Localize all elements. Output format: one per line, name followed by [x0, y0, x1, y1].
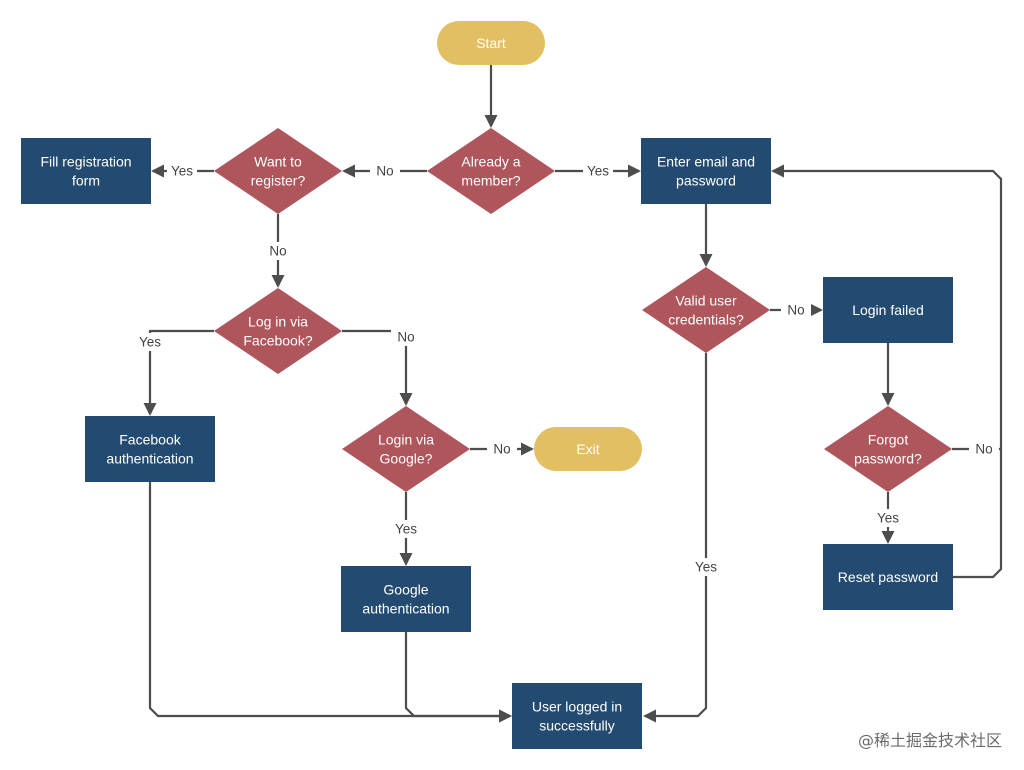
node-label-line: authentication	[362, 601, 449, 617]
node-label-line: successfully	[539, 718, 614, 734]
node-label-line: Google?	[380, 451, 433, 467]
decision-shape	[342, 406, 470, 492]
process-shape	[21, 138, 151, 204]
edge-label-background	[781, 301, 811, 319]
node-forgot-password: Forgot password?	[824, 406, 952, 492]
edge-label-no: No	[975, 442, 992, 457]
edge-label-yes: Yes	[395, 522, 417, 537]
node-label-line: Facebook	[119, 432, 181, 448]
node-label-line: Facebook?	[243, 333, 312, 349]
decision-shape	[427, 128, 555, 214]
node-reset-password: Reset password	[823, 544, 953, 610]
node-login-failed: Login failed	[823, 277, 953, 343]
node-label-line: Start	[476, 35, 506, 51]
edge-label-no: No	[376, 164, 393, 179]
node-label-line: Exit	[576, 441, 599, 457]
process-shape	[512, 683, 642, 749]
edge-label-no: No	[787, 303, 804, 318]
node-label-line: member?	[461, 173, 520, 189]
decision-shape	[642, 267, 770, 353]
edge-reset-password-to-enter-email	[771, 164, 1003, 579]
node-label-line: Want to	[254, 154, 302, 170]
node-enter-email: Enter email and password	[641, 138, 771, 204]
edge-label-background	[969, 440, 999, 458]
edge-label-yes: Yes	[695, 560, 717, 575]
node-google-auth: Google authentication	[341, 566, 471, 632]
edge-login-facebook-to-facebook-auth	[143, 329, 214, 416]
node-label-line: Already a	[461, 154, 520, 170]
node-label-line: password?	[854, 451, 922, 467]
edge-label-no: No	[493, 442, 510, 457]
watermark-text: @稀土掘金技术社区	[857, 731, 1002, 750]
decision-shape	[214, 128, 342, 214]
terminal-shape	[534, 427, 642, 471]
node-label-line: Forgot	[868, 432, 909, 448]
terminal-shape	[437, 21, 545, 65]
node-facebook-auth: Facebook authentication	[85, 416, 215, 482]
node-label-line: form	[72, 173, 100, 189]
node-label-line: Reset password	[838, 569, 938, 585]
edge-label-background	[167, 162, 197, 180]
edge-valid-credentials-to-user-logged-in	[643, 353, 708, 723]
node-want-register: Want to register?	[214, 128, 342, 214]
decision-shape	[824, 406, 952, 492]
edge-label-background	[691, 558, 721, 576]
node-label-line: register?	[251, 173, 306, 189]
node-label-line: Login via	[378, 432, 434, 448]
edge-facebook-auth-to-user-logged-in	[148, 482, 512, 723]
edge-label-no: No	[269, 244, 286, 259]
node-label-line: Fill registration	[40, 154, 131, 170]
edge-label-no: No	[397, 330, 414, 345]
node-label-line: Google	[383, 582, 428, 598]
node-already-member: Already a member?	[427, 128, 555, 214]
process-shape	[85, 416, 215, 482]
edge-label-background	[370, 162, 400, 180]
node-label-line: authentication	[106, 451, 193, 467]
edge-label-yes: Yes	[171, 164, 193, 179]
edge-label-background	[135, 333, 165, 351]
process-shape	[641, 138, 771, 204]
node-label-line: User logged in	[532, 699, 622, 715]
edge-label-background	[391, 520, 421, 538]
node-label-line: Enter email and	[657, 154, 755, 170]
process-shape	[341, 566, 471, 632]
node-label-line: Log in via	[248, 314, 308, 330]
node-label-line: Valid user	[675, 293, 737, 309]
edge-label-background	[583, 162, 613, 180]
node-label-line: credentials?	[668, 312, 744, 328]
node-exit: Exit	[534, 427, 642, 471]
edge-label-background	[391, 328, 421, 346]
node-valid-credentials: Valid user credentials?	[642, 267, 770, 353]
decision-shape	[214, 288, 342, 374]
edge-label-yes: Yes	[139, 335, 161, 350]
edge-label-yes: Yes	[587, 164, 609, 179]
edge-label-background	[263, 242, 293, 260]
edge-label-yes: Yes	[877, 511, 899, 526]
node-start: Start	[437, 21, 545, 65]
process-shape	[823, 277, 953, 343]
edge-label-background	[487, 440, 517, 458]
node-user-logged-in: User logged in successfully	[512, 683, 642, 749]
node-label-line: Login failed	[852, 302, 924, 318]
node-fill-registration: Fill registration form	[21, 138, 151, 204]
edge-label-background	[873, 509, 903, 527]
process-shape	[823, 544, 953, 610]
node-label-line: password	[676, 173, 736, 189]
edge-google-auth-to-user-logged-in	[404, 632, 512, 723]
